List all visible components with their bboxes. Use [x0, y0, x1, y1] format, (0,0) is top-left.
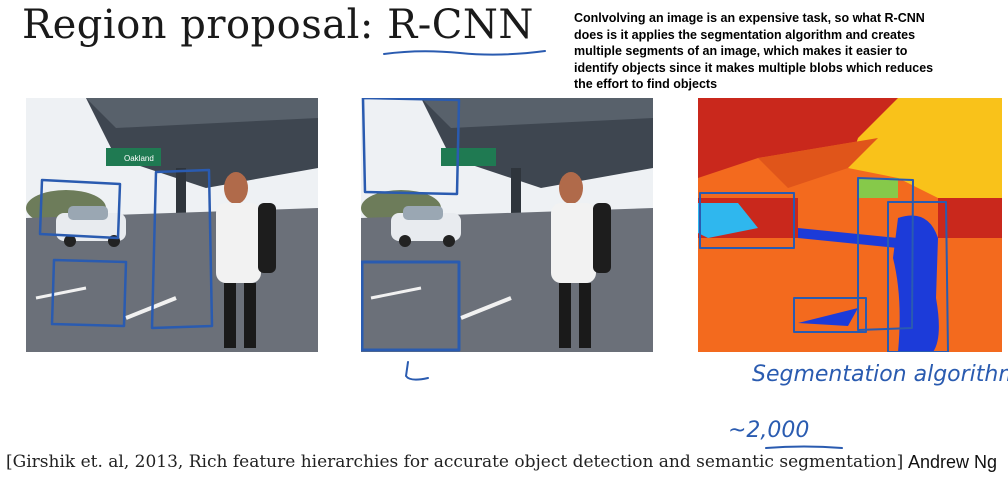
citation: [Girshik et. al, 2013, Rich feature hier…	[6, 452, 904, 472]
author-name: Andrew Ng	[908, 452, 998, 472]
handwritten-arrow	[405, 361, 429, 381]
count-underline	[765, 445, 843, 449]
proposal-count-label: ~2,000	[728, 418, 810, 443]
segmentation-label: Segmentation algorithm	[752, 362, 1008, 387]
street-photo-left: Oakland	[26, 98, 318, 352]
slide-title: Region proposal: R-CNN	[22, 2, 534, 48]
highway-sign-text: Oakland	[124, 154, 154, 163]
explanation-note: Conlvolving an image is an expensive tas…	[574, 11, 934, 91]
title-underline	[383, 50, 546, 56]
segmentation-image	[698, 98, 1002, 352]
street-photo-middle	[361, 98, 653, 352]
